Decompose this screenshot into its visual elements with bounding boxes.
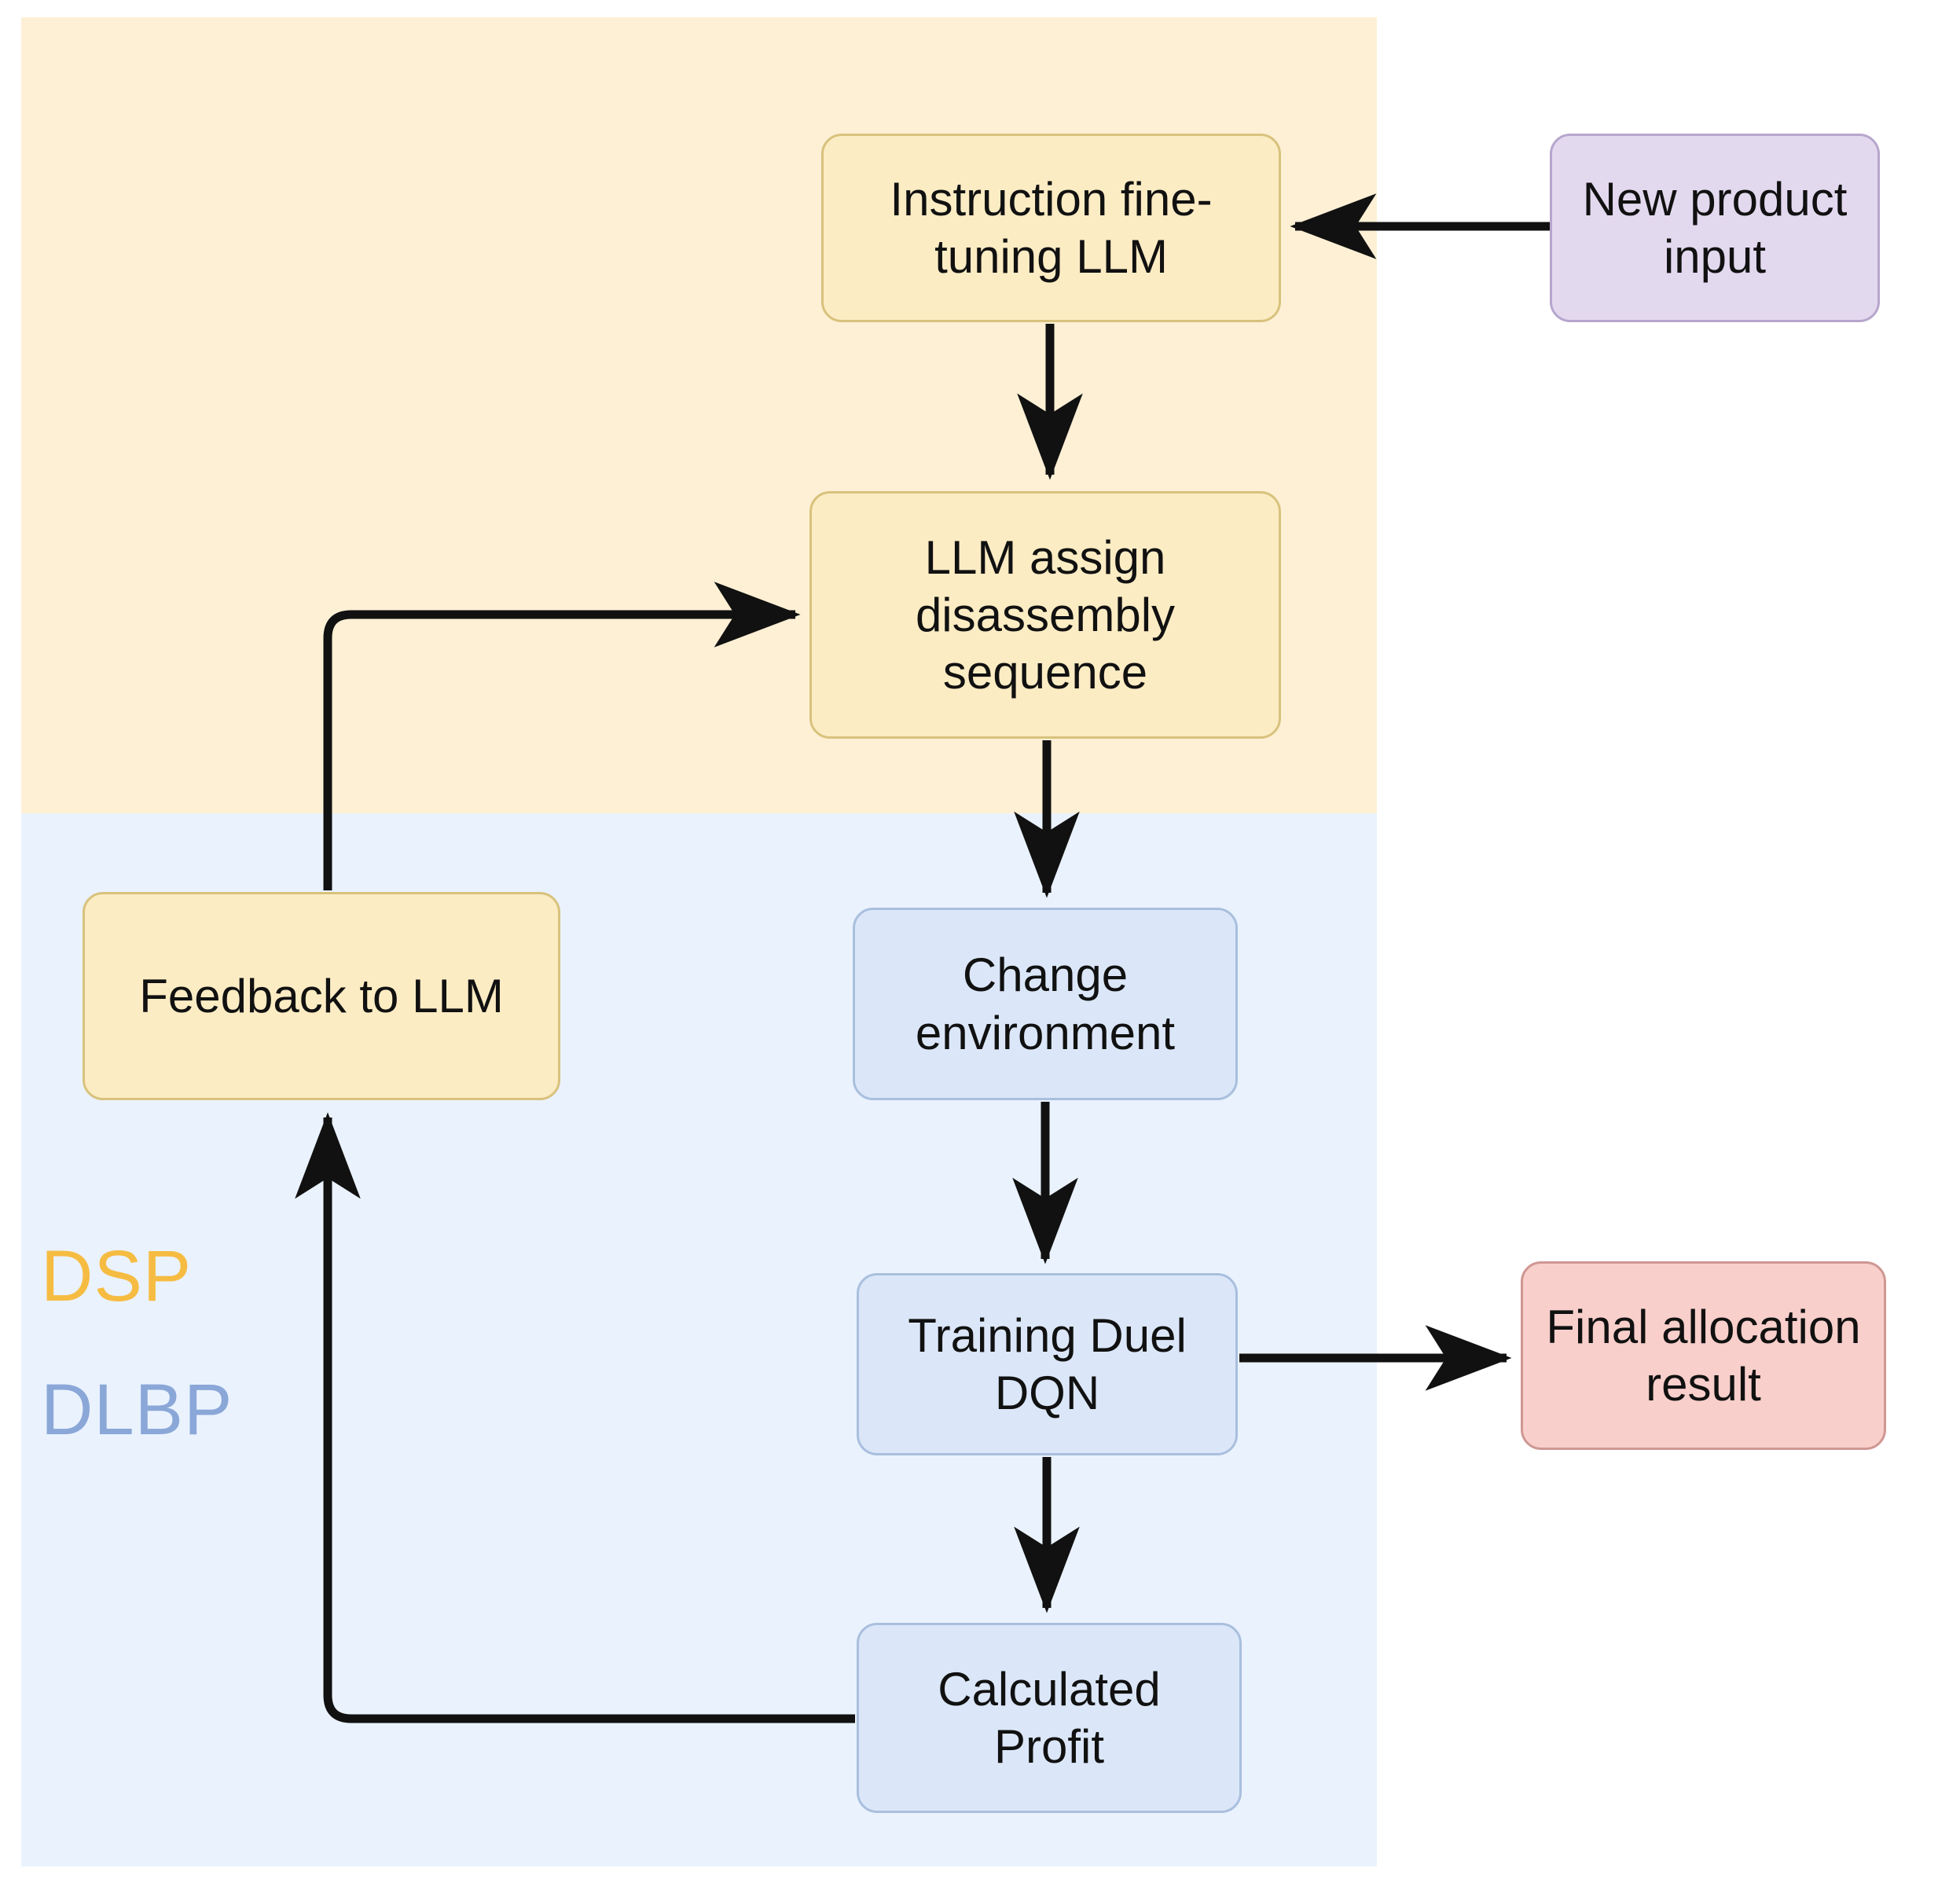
node-calculated-profit[interactable]: Calculated Profit [857, 1623, 1242, 1813]
region-label-dsp: DSP [41, 1236, 193, 1316]
node-feedback-to-llm[interactable]: Feedback to LLM [83, 892, 560, 1100]
node-new-product-input[interactable]: New product input [1550, 134, 1880, 322]
node-llm-assign-disassembly-sequence[interactable]: LLM assign disassembly sequence [809, 491, 1281, 739]
node-training-duel-dqn[interactable]: Training Duel DQN [857, 1273, 1238, 1455]
region-label-dlbp: DLBP [41, 1370, 233, 1450]
node-instruction-fine-tuning-llm[interactable]: Instruction fine- tuning LLM [821, 134, 1281, 322]
node-final-allocation-result[interactable]: Final allocation result [1521, 1261, 1886, 1450]
node-change-environment[interactable]: Change environment [853, 908, 1238, 1100]
